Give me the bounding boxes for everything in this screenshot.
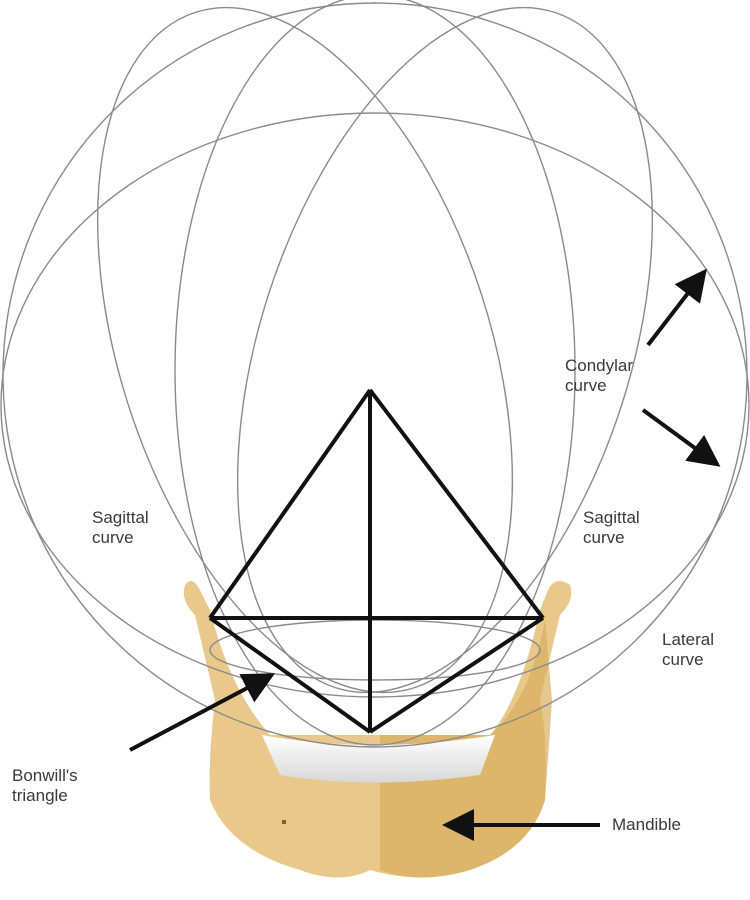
bonwill-triangle bbox=[208, 388, 545, 734]
curves bbox=[0, 0, 750, 748]
condylar-sphere-curve bbox=[2, 2, 748, 748]
teeth bbox=[262, 735, 495, 783]
mandible-bone bbox=[183, 581, 572, 878]
condylar-arrow-down bbox=[641, 408, 721, 467]
vertical-curve bbox=[174, 0, 576, 746]
condylar-arrow-up bbox=[646, 268, 707, 347]
sagittal-curve-left bbox=[96, 6, 514, 694]
lateral-curve bbox=[0, 112, 750, 698]
bonwill-arrow bbox=[129, 673, 276, 752]
mandible-label: Mandible bbox=[612, 815, 681, 834]
sagittal-curve-right bbox=[236, 6, 654, 694]
occlusal-curve bbox=[209, 619, 541, 681]
mental-foramen-dot bbox=[282, 820, 286, 824]
